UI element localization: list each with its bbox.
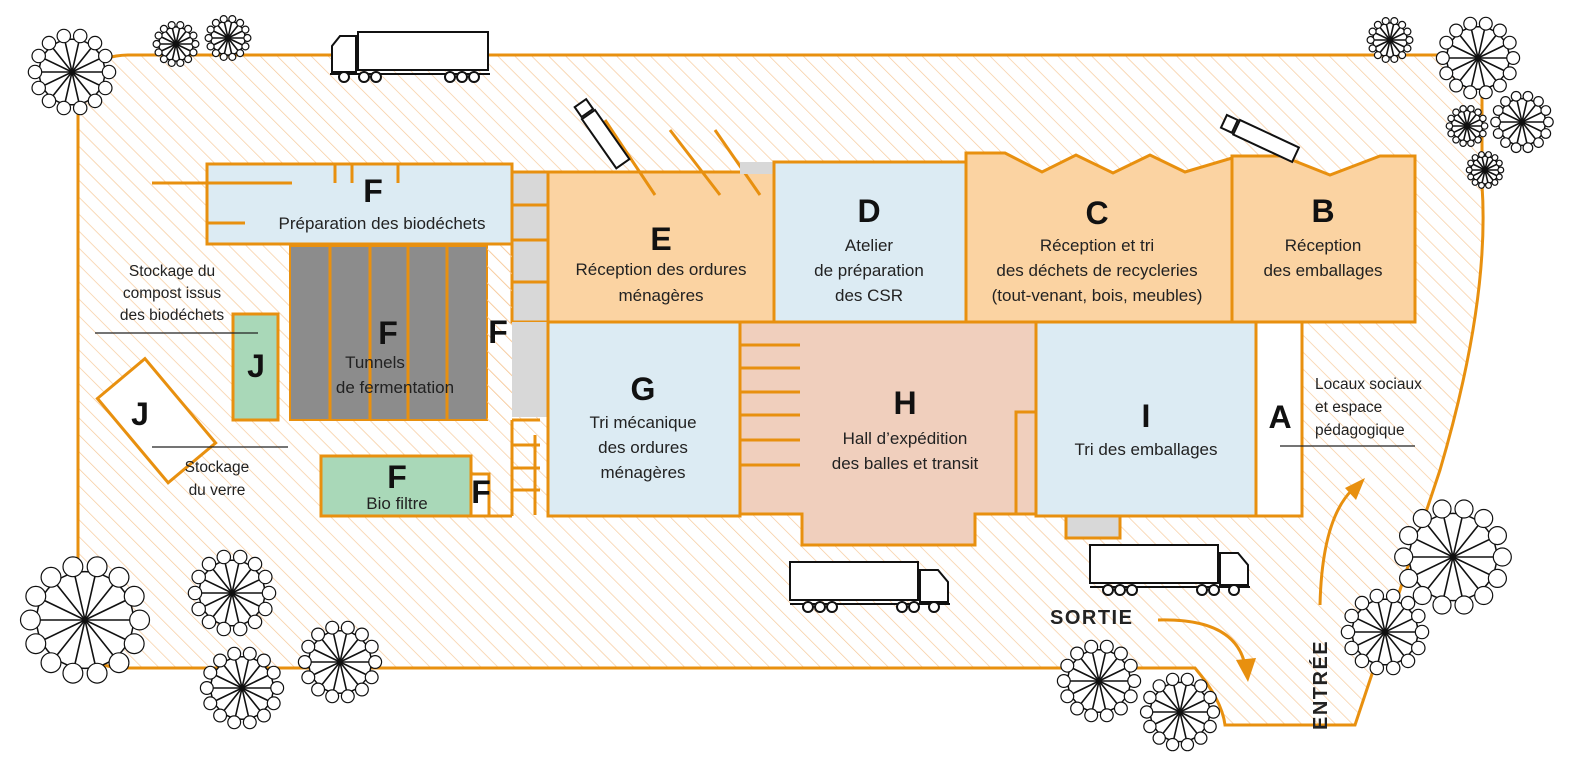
zone-B-label-1: Réception: [1285, 236, 1362, 255]
annotation-verre-2: du verre: [189, 482, 246, 499]
tree-icon: [1056, 639, 1142, 723]
tree-icon: [297, 620, 383, 704]
tree-icon: [1490, 90, 1554, 154]
truck-icon: [1219, 113, 1301, 164]
zone-A-letter: A: [1268, 399, 1291, 435]
tree-icon: [199, 646, 285, 730]
entree-arrow-icon: [1318, 488, 1354, 606]
annotation-locaux-3: pédagogique: [1315, 422, 1405, 439]
zone-B: [1230, 154, 1417, 324]
zone-J-compost: [231, 312, 280, 422]
zone-F-biofiltre-label: Bio filtre: [366, 494, 427, 513]
zone-I-label: Tri des emballages: [1075, 440, 1218, 459]
zone-H-letter: H: [893, 385, 916, 421]
corridor-left: [510, 170, 550, 324]
corridor-left-lower: [512, 322, 548, 417]
zone-E: [546, 119, 776, 324]
zone-F-small-letter: F: [471, 474, 491, 510]
tree-icon: [152, 21, 200, 68]
tree-icon: [1366, 17, 1414, 64]
zone-E-label-2: ménagères: [618, 286, 703, 305]
zone-F-top: [152, 162, 514, 246]
annotation-compost-2: compost issus: [123, 285, 221, 302]
tree-icon: [187, 549, 277, 637]
annotation-locaux-2: et espace: [1315, 399, 1382, 416]
zone-F-biofiltre-letter: F: [387, 459, 407, 495]
tree-icon: [1445, 105, 1489, 148]
zone-C-label-1: Réception et tri: [1040, 236, 1154, 255]
tree-icon: [1435, 16, 1521, 100]
tree-icon: [1465, 151, 1505, 189]
zone-G: [546, 320, 742, 518]
zone-G-letter: G: [631, 371, 656, 407]
truck-icon: [1089, 544, 1250, 596]
zone-D-label-3: des CSR: [835, 286, 903, 305]
sortie-label: SORTIE: [1050, 607, 1133, 629]
tree-icon: [19, 556, 151, 684]
entree-arrowhead-icon: [1345, 478, 1365, 500]
zone-F-tunnels-label-1: Tunnels: [345, 353, 405, 372]
zone-G-label-1: Tri mécanique: [589, 413, 696, 432]
annotation-verre-1: Stockage: [185, 459, 250, 476]
truck-icon: [330, 31, 490, 83]
tree-icon: [1340, 588, 1430, 676]
zone-H-label-2: des balles et transit: [832, 454, 979, 473]
zone-B-letter: B: [1311, 193, 1334, 229]
zone-D-letter: D: [857, 193, 880, 229]
zone-H-label-1: Hall d’expédition: [843, 429, 968, 448]
entree-label: ENTRÉE: [1309, 640, 1332, 730]
zone-J-verre-letter: J: [131, 396, 149, 432]
zone-G-label-3: ménagères: [600, 463, 685, 482]
sortie-arrow-icon: [1157, 618, 1247, 666]
zone-A: [1254, 320, 1304, 518]
tree-icon: [1394, 499, 1512, 615]
tree-icon: [27, 28, 117, 116]
tree-icon: [204, 15, 252, 62]
zone-F-tunnels-letter: F: [378, 315, 398, 351]
zone-E-letter: E: [650, 221, 671, 257]
truck-icon: [789, 561, 950, 613]
zone-F-top-letter: F: [363, 173, 383, 209]
annotation-compost-3: des biodéchets: [120, 307, 225, 324]
zone-F-tunnels-label-2: de fermentation: [336, 378, 454, 397]
zone-D-label-1: Atelier: [845, 236, 894, 255]
zone-D-label-2: de préparation: [814, 261, 924, 280]
zone-J-compost-letter: J: [247, 348, 265, 384]
zone-E-label-1: Réception des ordures: [575, 260, 746, 279]
zone-F-top-label: Préparation des biodéchets: [279, 214, 486, 233]
zone-F-tunnels: [289, 245, 512, 421]
zone-F-side-letter: F: [488, 314, 508, 350]
zone-C-label-3: (tout-venant, bois, meubles): [992, 286, 1203, 305]
zone-B-label-2: des emballages: [1263, 261, 1382, 280]
zone-C-letter: C: [1085, 195, 1108, 231]
sortie-arrowhead-icon: [1236, 658, 1256, 682]
zone-F-biofiltre: [319, 420, 514, 518]
zone-C-label-2: des déchets de recycleries: [996, 261, 1197, 280]
zone-J-verre: [95, 356, 218, 485]
annotation-locaux-1: Locaux sociaux: [1315, 376, 1422, 393]
trees: [19, 15, 1554, 752]
zone-I-letter: I: [1142, 398, 1151, 434]
tree-icon: [1139, 672, 1221, 752]
zone-G-label-2: des ordures: [598, 438, 688, 457]
annotation-compost-1: Stockage du: [129, 263, 215, 280]
truck-icon: [573, 97, 631, 170]
